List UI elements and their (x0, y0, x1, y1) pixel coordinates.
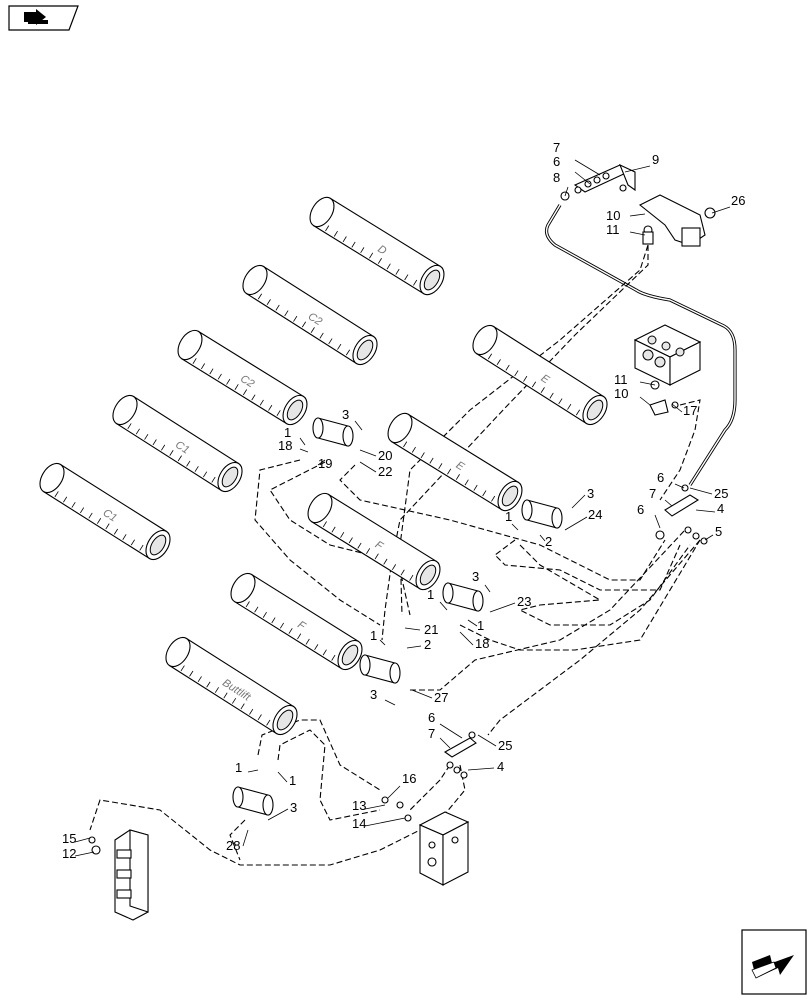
roll-cylinder: F (230, 572, 363, 671)
bottom-valve-block (418, 811, 470, 886)
callout-number[interactable]: 1 (235, 760, 242, 775)
callout-number[interactable]: 20 (378, 448, 392, 463)
callout-number[interactable]: 21 (424, 622, 438, 637)
callout-number[interactable]: 28 (226, 838, 240, 853)
callout-number[interactable]: 4 (717, 501, 724, 516)
control-column (114, 829, 149, 921)
callout-number[interactable]: 1 (370, 628, 377, 643)
callout-number[interactable]: 17 (683, 403, 697, 418)
callout-number[interactable]: 25 (498, 738, 512, 753)
callout-number[interactable]: 18 (278, 438, 292, 453)
callout-number[interactable]: 2 (424, 637, 431, 652)
callout-number[interactable]: 22 (378, 464, 392, 479)
callout-number[interactable]: 18 (475, 636, 489, 651)
callout-number[interactable]: 12 (62, 846, 76, 861)
hydraulic-hoses (89, 244, 701, 866)
top-valve-manifold (560, 163, 716, 247)
hydraulic-motor (359, 654, 401, 684)
callout-number[interactable]: 25 (714, 486, 728, 501)
callout-number[interactable]: 3 (587, 486, 594, 501)
callout-number[interactable]: 9 (652, 152, 659, 167)
callout-number[interactable]: 7 (428, 726, 435, 741)
roll-cylinder: Buttlift (165, 636, 298, 736)
callout-number[interactable]: 11 (614, 372, 628, 387)
callout-number[interactable]: 16 (402, 771, 416, 786)
callout-number[interactable]: 1 (505, 509, 512, 524)
callout-number[interactable]: 2 (545, 534, 552, 549)
callout-number[interactable]: 6 (657, 470, 664, 485)
book-arrow-icon[interactable] (8, 5, 79, 31)
roll-cylinder: E (472, 324, 608, 426)
roll-cylinder: D (309, 196, 445, 296)
callout-number[interactable]: 24 (588, 507, 602, 522)
callout-number[interactable]: 3 (290, 800, 297, 815)
callout-number[interactable]: 26 (731, 193, 745, 208)
callout-number[interactable]: 11 (606, 222, 620, 237)
callout-number[interactable]: 14 (352, 816, 366, 831)
roll-cylinder: E (387, 412, 523, 512)
callout-number[interactable]: 4 (497, 759, 504, 774)
callout-number[interactable]: 19 (318, 456, 332, 471)
callout-number[interactable]: 27 (434, 690, 448, 705)
callout-number[interactable]: 6 (637, 502, 644, 517)
hydraulic-motor (442, 582, 484, 612)
tee-fitting-right (655, 484, 708, 545)
callout-number[interactable]: 3 (370, 687, 377, 702)
tee-fitting-bottom (443, 731, 477, 779)
hydraulic-motor (521, 499, 563, 529)
callout-number[interactable]: 7 (649, 486, 656, 501)
callout-number[interactable]: 6 (428, 710, 435, 725)
callout-number[interactable]: 8 (553, 170, 560, 185)
callout-number[interactable]: 3 (472, 569, 479, 584)
roll-cylinder: C1 (39, 462, 171, 561)
roll-cylinder: F (307, 492, 441, 591)
hydraulic-motor (312, 417, 354, 447)
callout-number[interactable]: 10 (614, 386, 628, 401)
callout-number[interactable]: 10 (606, 208, 620, 223)
roll-cylinder: C2 (177, 329, 308, 426)
callout-number[interactable]: 6 (553, 154, 560, 169)
mid-valve-block (633, 324, 702, 416)
forward-arrow-icon[interactable] (741, 929, 807, 995)
callout-number[interactable]: 1 (427, 587, 434, 602)
callout-number[interactable]: 1 (284, 425, 291, 440)
callout-number[interactable]: 1 (477, 618, 484, 633)
callout-number[interactable]: 5 (715, 524, 722, 539)
callout-number[interactable]: 13 (352, 798, 366, 813)
callout-number[interactable]: 15 (62, 831, 76, 846)
inline-fittings (88, 796, 412, 855)
callout-number[interactable]: 23 (517, 594, 531, 609)
roll-cylinder: C1 (112, 394, 243, 493)
callout-number[interactable]: 3 (342, 407, 349, 422)
callout-number[interactable]: 7 (553, 140, 560, 155)
hydraulic-motor (232, 786, 274, 816)
callout-number[interactable]: 1 (289, 773, 296, 788)
roll-cylinder: C2 (242, 264, 378, 366)
